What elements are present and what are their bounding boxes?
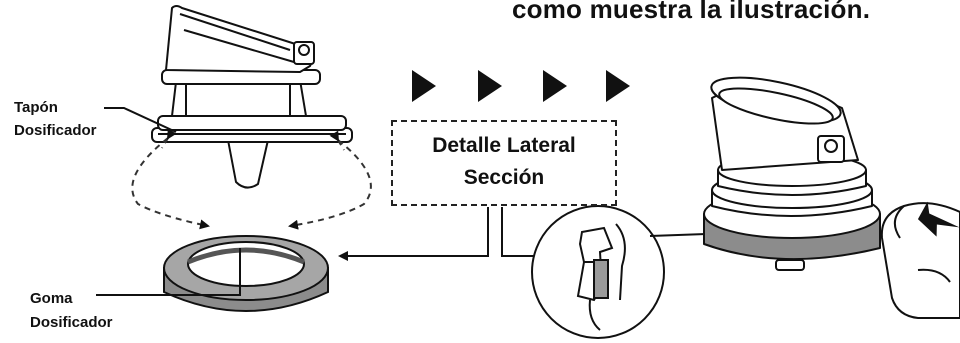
instruction-title: como muestra la ilustración.	[512, 0, 871, 24]
detail-box-line1: Detalle Lateral	[432, 134, 576, 157]
detail-box-line2: Sección	[463, 166, 545, 189]
push-arrow-icon	[917, 201, 960, 237]
section-detail-circle	[531, 205, 707, 339]
label-tapon-dosificador: Tapón Dosificador	[14, 96, 97, 142]
detail-section-box: Detalle Lateral Sección	[391, 120, 617, 206]
label-leaders	[96, 107, 241, 296]
assembled-cap-illustration	[703, 76, 881, 271]
dispenser-cap-illustration	[151, 5, 353, 189]
label-tapon-line2: Dosificador	[14, 122, 97, 139]
dashed-assembly-arrows	[131, 128, 372, 230]
play-arrow-icon	[478, 70, 502, 102]
play-arrow-icon	[606, 70, 630, 102]
gasket-ring-illustration	[163, 235, 329, 312]
play-arrow-icon	[412, 70, 436, 102]
label-goma-line2: Dosificador	[30, 314, 113, 331]
sequence-arrows	[412, 70, 630, 102]
label-goma-dosificador: Goma Dosificador	[30, 287, 113, 335]
label-tapon-line1: Tapón	[14, 99, 58, 116]
label-goma-line1: Goma	[30, 290, 73, 307]
play-arrow-icon	[543, 70, 567, 102]
